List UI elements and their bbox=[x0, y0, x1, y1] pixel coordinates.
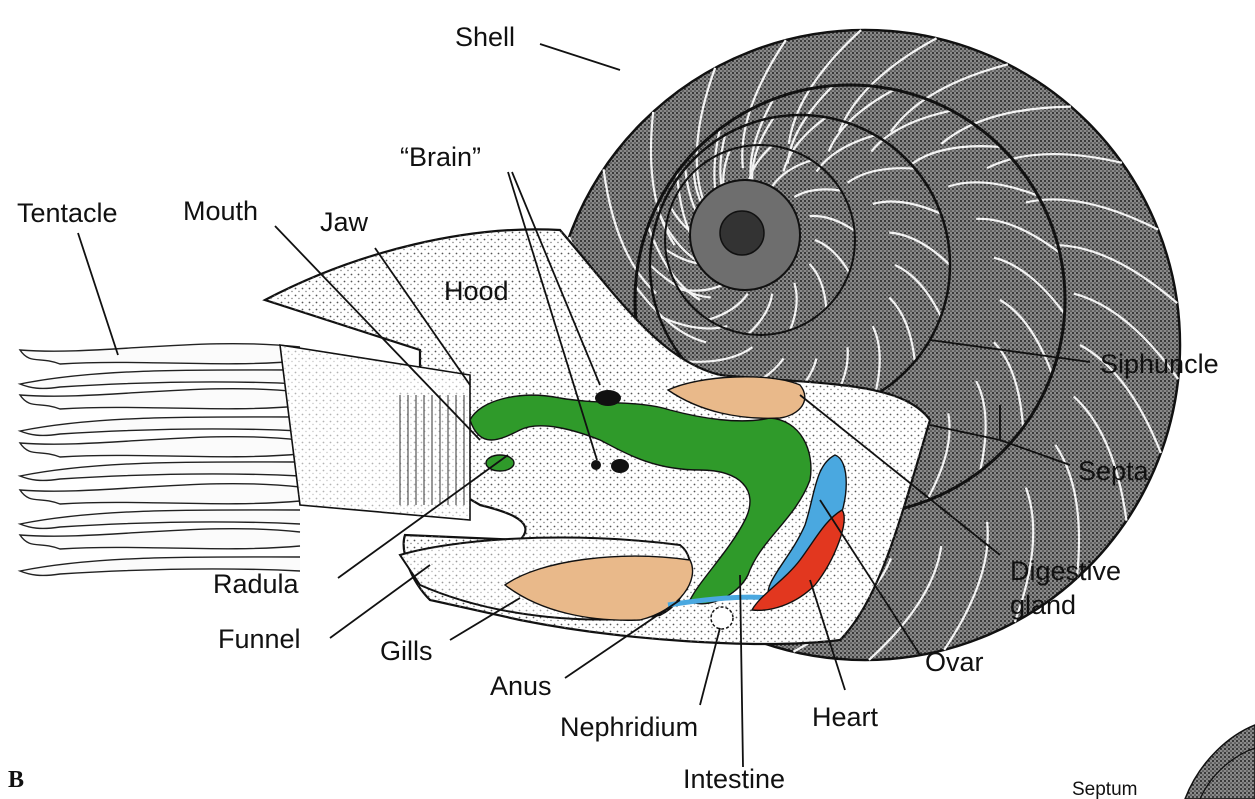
brain-ganglion-lower bbox=[611, 459, 629, 473]
tentacle bbox=[20, 484, 300, 504]
brain-ganglion-small bbox=[591, 460, 601, 470]
label-digestive-gland-1: Digestive bbox=[1010, 556, 1121, 586]
brain-ganglion bbox=[595, 390, 621, 406]
tentacle bbox=[20, 370, 300, 389]
nephridium bbox=[711, 607, 733, 629]
label-siphuncle: Siphuncle bbox=[1100, 349, 1219, 379]
label-nephridium: Nephridium bbox=[560, 712, 698, 742]
tentacle bbox=[20, 462, 300, 481]
label-shell: Shell bbox=[455, 22, 515, 52]
label-gills: Gills bbox=[380, 636, 433, 666]
label-jaw: Jaw bbox=[320, 207, 369, 237]
label-digestive-gland-2: gland bbox=[1010, 590, 1076, 620]
tentacle bbox=[20, 437, 300, 457]
septum-inset bbox=[1185, 725, 1255, 799]
label-septum: Septum bbox=[1072, 779, 1137, 799]
label-heart: Heart bbox=[812, 702, 879, 732]
label-mouth: Mouth bbox=[183, 196, 258, 226]
tentacles bbox=[20, 344, 300, 576]
label-hood: Hood bbox=[444, 276, 509, 306]
label-funnel: Funnel bbox=[218, 624, 301, 654]
label-radula: Radula bbox=[213, 569, 300, 599]
panel-letter: B bbox=[8, 767, 24, 793]
tentacle bbox=[20, 344, 300, 364]
tentacle bbox=[20, 389, 300, 409]
label-intestine: Intestine bbox=[683, 764, 785, 794]
label-tentacle: Tentacle bbox=[17, 198, 118, 228]
label-septa: Septa bbox=[1078, 456, 1150, 486]
tentacle bbox=[20, 529, 300, 549]
label-brain: “Brain” bbox=[400, 142, 481, 172]
tentacle bbox=[20, 510, 300, 529]
tentacle bbox=[20, 417, 300, 436]
label-ovary: Ovar bbox=[925, 647, 984, 677]
label-anus: Anus bbox=[490, 671, 552, 701]
